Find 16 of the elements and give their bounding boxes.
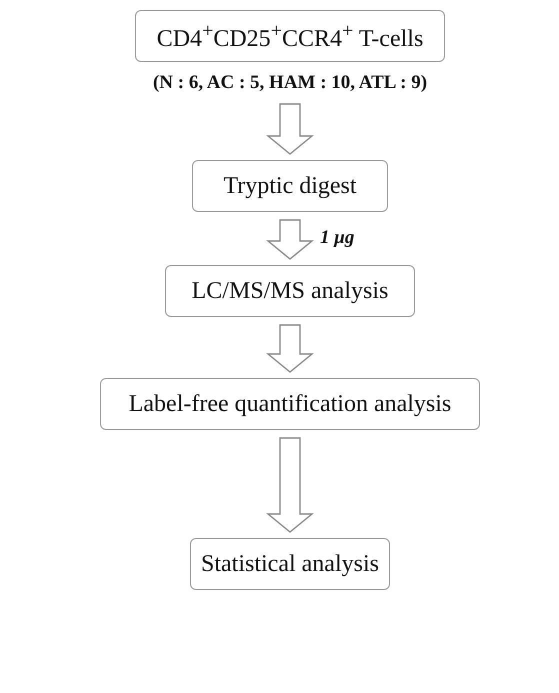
edge-label: 1 μg [320,226,354,248]
block-arrow [266,437,314,533]
process-box [165,265,415,317]
step-label: LC/MS/MS analysis [192,278,388,304]
step-label: Statistical analysis [201,550,379,578]
block-arrow [266,219,314,260]
step-label: Tryptic digest [223,172,357,200]
process-box [190,538,390,590]
process-box [135,10,445,62]
block-arrow [266,324,314,373]
process-box [100,378,480,430]
step-label: CD4$^{+}$CD25$^{+}$CCR4$^{+}$ T-cells [156,20,424,52]
sample-counts: (N : 6, AC : 5, HAM : 10, ATL : 9) [152,72,428,94]
process-box [192,160,388,212]
step-label: Label-free quantification analysis [128,390,452,418]
block-arrow [266,103,314,155]
